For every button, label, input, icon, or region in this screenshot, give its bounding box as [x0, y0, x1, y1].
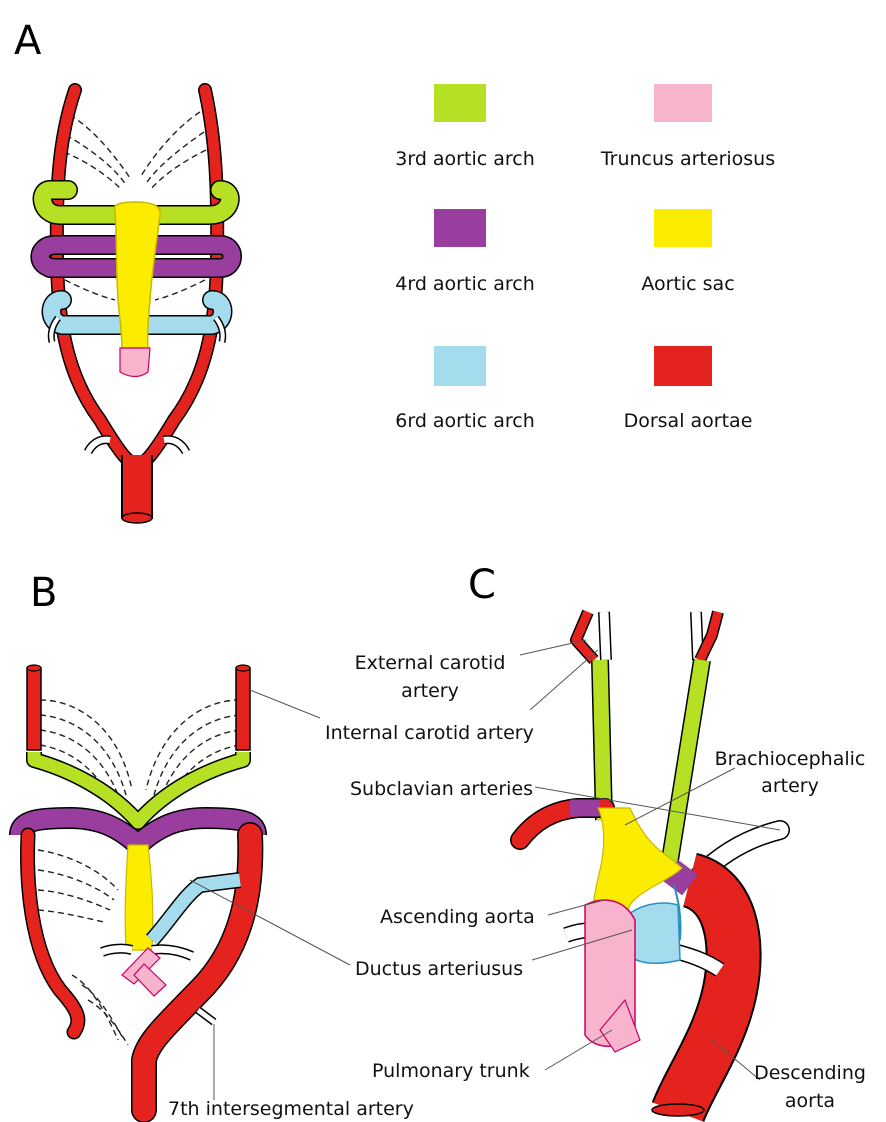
- legend-swatch-dorsal: [654, 346, 712, 386]
- panel-a-drawing: [40, 90, 232, 523]
- panel-label-c: C: [468, 562, 496, 608]
- label-ascending-aorta: Ascending aorta: [380, 906, 535, 928]
- legend-label-aortic-sac: Aortic sac: [578, 273, 798, 295]
- panel-label-a: A: [14, 18, 41, 64]
- legend-label-truncus: Truncus arteriosus: [578, 148, 798, 170]
- legend-swatch-aortic-sac: [654, 209, 712, 247]
- label-descending-1: Descending: [745, 1062, 875, 1084]
- legend-swatch-4th: [434, 209, 486, 247]
- legend-swatch-6th: [434, 346, 486, 386]
- legend-swatch-3rd: [434, 84, 486, 122]
- panel-b-drawing: [20, 665, 256, 1110]
- legend-label-4th: 4rd aortic arch: [355, 273, 575, 295]
- label-descending-2: aorta: [745, 1090, 875, 1112]
- panel-c-drawing: [520, 612, 780, 1116]
- label-external-carotid-1: External carotid: [330, 652, 530, 674]
- label-external-carotid-2: artery: [330, 680, 530, 702]
- label-internal-carotid-b: Internal carotid artery: [325, 722, 534, 744]
- label-subclavian-arteries: Subclavian arteries: [350, 778, 533, 800]
- label-pulmonary-trunk: Pulmonary trunk: [372, 1060, 530, 1082]
- c-ductus: [628, 903, 680, 963]
- legend-swatch-truncus: [654, 84, 712, 122]
- label-seventh-intersegmental: 7th intersegmental artery: [168, 1098, 414, 1120]
- legend-label-6th: 6rd aortic arch: [355, 410, 575, 432]
- label-brachiocephalic-1: Brachiocephalic: [700, 748, 880, 770]
- legend-label-dorsal: Dorsal aortae: [578, 410, 798, 432]
- panel-label-b: B: [30, 570, 57, 616]
- legend-label-3rd: 3rd aortic arch: [355, 148, 575, 170]
- panel-b-leaders: [190, 690, 350, 1100]
- a-truncus: [120, 348, 150, 377]
- legend: [434, 84, 712, 386]
- label-ductus-arteriosus: Ductus arteriusus: [355, 958, 523, 980]
- label-brachiocephalic-2: artery: [700, 775, 880, 797]
